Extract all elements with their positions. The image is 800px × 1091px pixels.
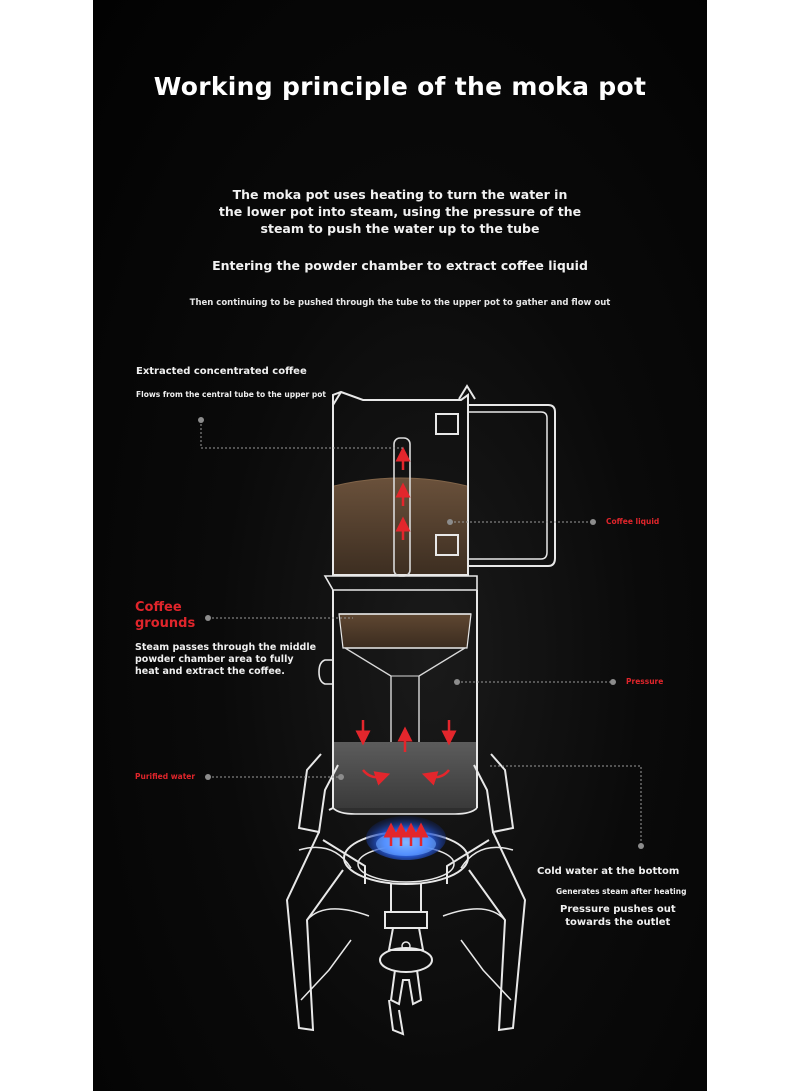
diagram-panel: Working principle of the moka pot The mo… (93, 0, 707, 1091)
steam-flow-arrows (355, 446, 457, 846)
coffee-grounds-fill (338, 613, 472, 649)
cold-desc-line-1: Pressure pushes out (560, 904, 676, 915)
label-coffee-grounds-line-2: grounds (135, 616, 196, 631)
label-cold-water-sub: Generates steam after heating (556, 887, 687, 896)
leader-extracted (200, 420, 403, 449)
page-title: Working principle of the moka pot (153, 72, 647, 101)
callout-lines (200, 420, 642, 846)
grounds-desc-line-3: heat and extract the coffee. (135, 666, 285, 677)
label-purified-water: Purified water (135, 772, 196, 781)
label-coffee-grounds: Coffee grounds (135, 600, 195, 632)
label-cold-water-desc: Pressure pushes out towards the outlet (560, 903, 676, 929)
pot-handle (435, 404, 556, 567)
grounds-desc-line-2: powder chamber area to fully (135, 654, 294, 665)
label-extracted-sub: Flows from the central tube to the upper… (136, 390, 326, 399)
cold-desc-line-2: towards the outlet (565, 917, 671, 928)
intro-line-3: steam to push the water up to the tube (260, 221, 540, 236)
intro-line-1: The moka pot uses heating to turn the wa… (232, 187, 568, 202)
label-extracted-title: Extracted concentrated coffee (136, 366, 307, 377)
coffee-liquid-fill (334, 478, 467, 574)
grounds-desc-line-1: Steam passes through the middle (135, 642, 317, 653)
label-grounds-description: Steam passes through the middle powder c… (135, 642, 316, 678)
intro-line-5: Then continuing to be pushed through the… (189, 298, 611, 308)
arrow-curve-right (421, 769, 450, 786)
label-cold-water-title: Cold water at the bottom (537, 866, 680, 877)
label-coffee-liquid: Coffee liquid (606, 517, 660, 526)
purified-water-fill (334, 742, 476, 808)
intro-paragraph: The moka pot uses heating to turn the wa… (200, 186, 600, 237)
label-pressure: Pressure (626, 677, 664, 686)
burner-flame (366, 816, 446, 860)
label-coffee-grounds-line-1: Coffee (135, 600, 182, 615)
callout-dots (198, 417, 644, 849)
moka-pot-illustration (198, 384, 644, 1036)
stove-stand (285, 753, 527, 1036)
intro-line-2: the lower pot into steam, using the pres… (218, 204, 582, 219)
arrow-curve-left (362, 769, 391, 786)
leader-cold-water (490, 765, 642, 846)
intro-line-4: Entering the powder chamber to extract c… (212, 258, 588, 273)
